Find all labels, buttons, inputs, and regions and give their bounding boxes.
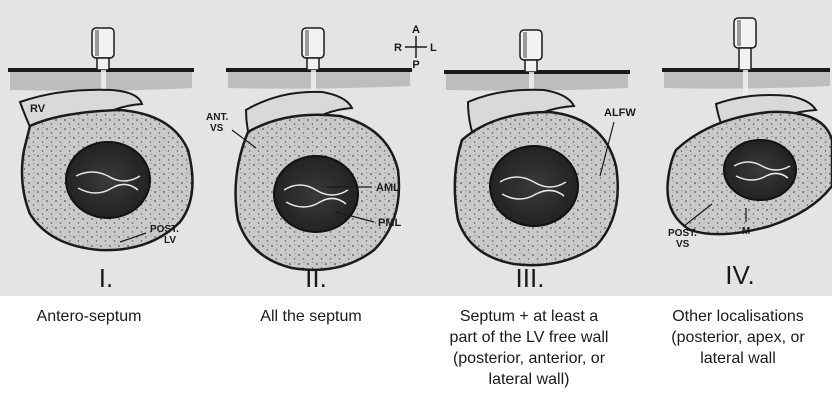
ant-vs-line-2: VS (210, 123, 224, 134)
panel-numeral: I. (99, 263, 113, 293)
compass-right: R (394, 42, 402, 54)
post-lv-line-1: POST. (150, 224, 179, 235)
label-alfw: ALFW (604, 107, 636, 119)
caption-panel-3: Septum + at least a part of the LV free … (426, 306, 632, 390)
caption-panel-4: Other localisations (posterior, apex, or… (646, 306, 830, 369)
lv-cavity (66, 142, 150, 218)
lv-cavity (724, 140, 796, 200)
panel-numeral: IV. (725, 260, 754, 290)
lv-cavity (274, 156, 358, 232)
ant-vs-line-1: ANT. (206, 112, 228, 123)
label-pml: PML (378, 217, 402, 229)
post-vs-line-1: POST. (668, 228, 697, 239)
label-aml: AML (376, 182, 400, 194)
subcostal-tissue (228, 72, 410, 89)
panel-numeral: II. (305, 263, 327, 293)
label-m: M (742, 226, 750, 237)
caption-panel-2: All the septum (236, 306, 386, 327)
panel-numeral: III. (516, 263, 545, 293)
compass-posterior: P (412, 59, 419, 71)
label-rv: RV (30, 103, 46, 115)
lv-cavity (490, 146, 578, 226)
post-vs-line-2: VS (676, 239, 690, 250)
post-lv-line-2: LV (164, 235, 176, 246)
caption-panel-1: Antero-septum (14, 306, 164, 327)
compass-left: L (430, 42, 437, 54)
subcostal-tissue (446, 74, 628, 91)
compass-anterior: A (412, 24, 420, 36)
